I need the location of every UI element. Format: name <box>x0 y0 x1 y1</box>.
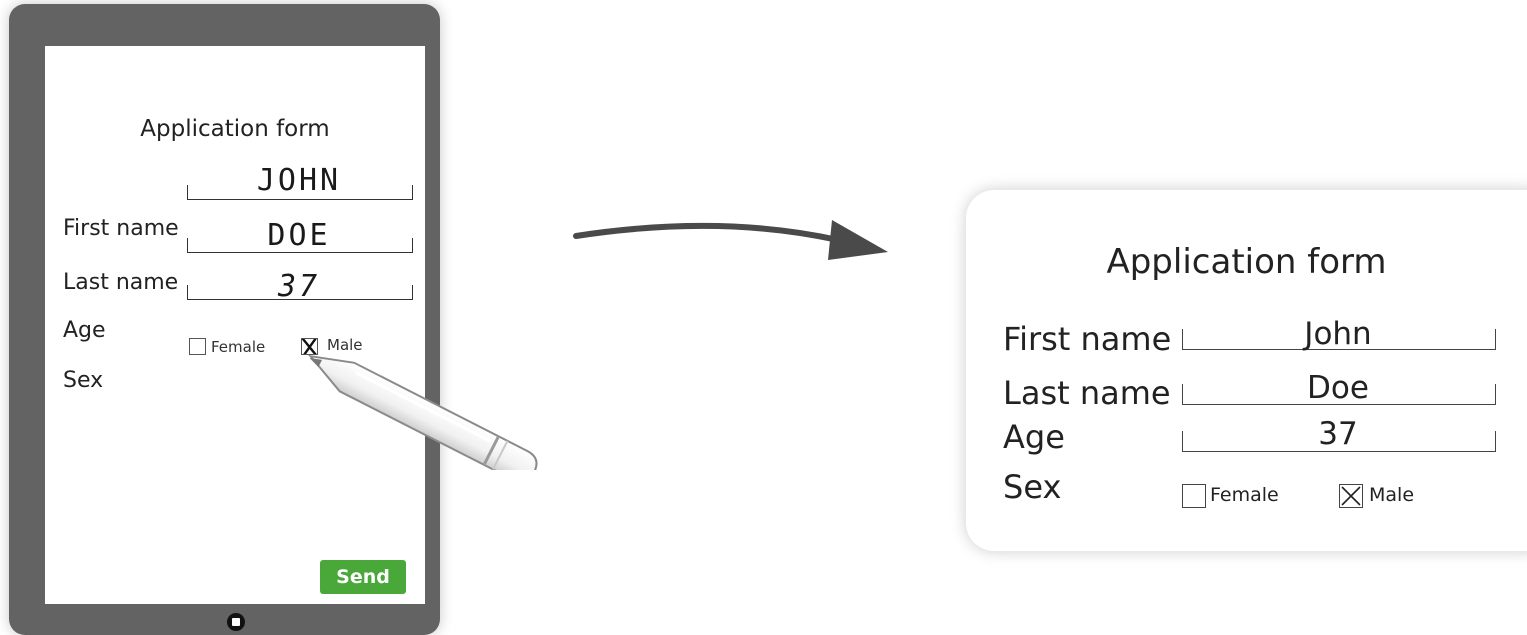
tablet-female-checkbox[interactable] <box>189 338 206 355</box>
tablet-device: Application form First name JOHN Last na… <box>9 4 440 635</box>
tablet-female-label: Female <box>211 338 265 356</box>
stylus-pen-icon <box>300 330 560 470</box>
tablet-screen: Application form First name JOHN Last na… <box>45 46 425 604</box>
home-button[interactable] <box>227 613 245 631</box>
tablet-first-name-handwriting: JOHN <box>187 166 411 196</box>
result-male-label: Male <box>1369 484 1414 506</box>
result-last-name-label: Last name <box>1003 374 1171 412</box>
check-x-icon <box>1340 485 1362 507</box>
result-first-name-value: John <box>1182 317 1494 351</box>
result-age-label: Age <box>1003 418 1065 456</box>
tablet-sex-label: Sex <box>63 368 103 393</box>
tablet-form-title: Application form <box>45 116 425 142</box>
result-last-name-value: Doe <box>1182 371 1494 405</box>
tablet-last-name-label: Last name <box>63 270 178 295</box>
tablet-first-name-label: First name <box>63 216 179 241</box>
result-sex-label: Sex <box>1003 468 1061 506</box>
result-age-value: 37 <box>1182 417 1494 451</box>
transfer-arrow-icon <box>570 200 900 270</box>
result-female-checkbox[interactable] <box>1182 484 1206 508</box>
tablet-age-label: Age <box>63 318 106 343</box>
tablet-last-name-handwriting: DOE <box>187 221 411 251</box>
result-first-name-label: First name <box>1003 320 1171 358</box>
result-male-checkbox[interactable] <box>1339 484 1363 508</box>
digital-form-card: Application form First name John Last na… <box>966 190 1527 551</box>
tablet-age-handwriting: 37 <box>187 272 411 302</box>
result-form-title: Application form <box>966 242 1527 282</box>
send-button[interactable]: Send <box>320 560 406 594</box>
result-female-label: Female <box>1210 484 1279 506</box>
